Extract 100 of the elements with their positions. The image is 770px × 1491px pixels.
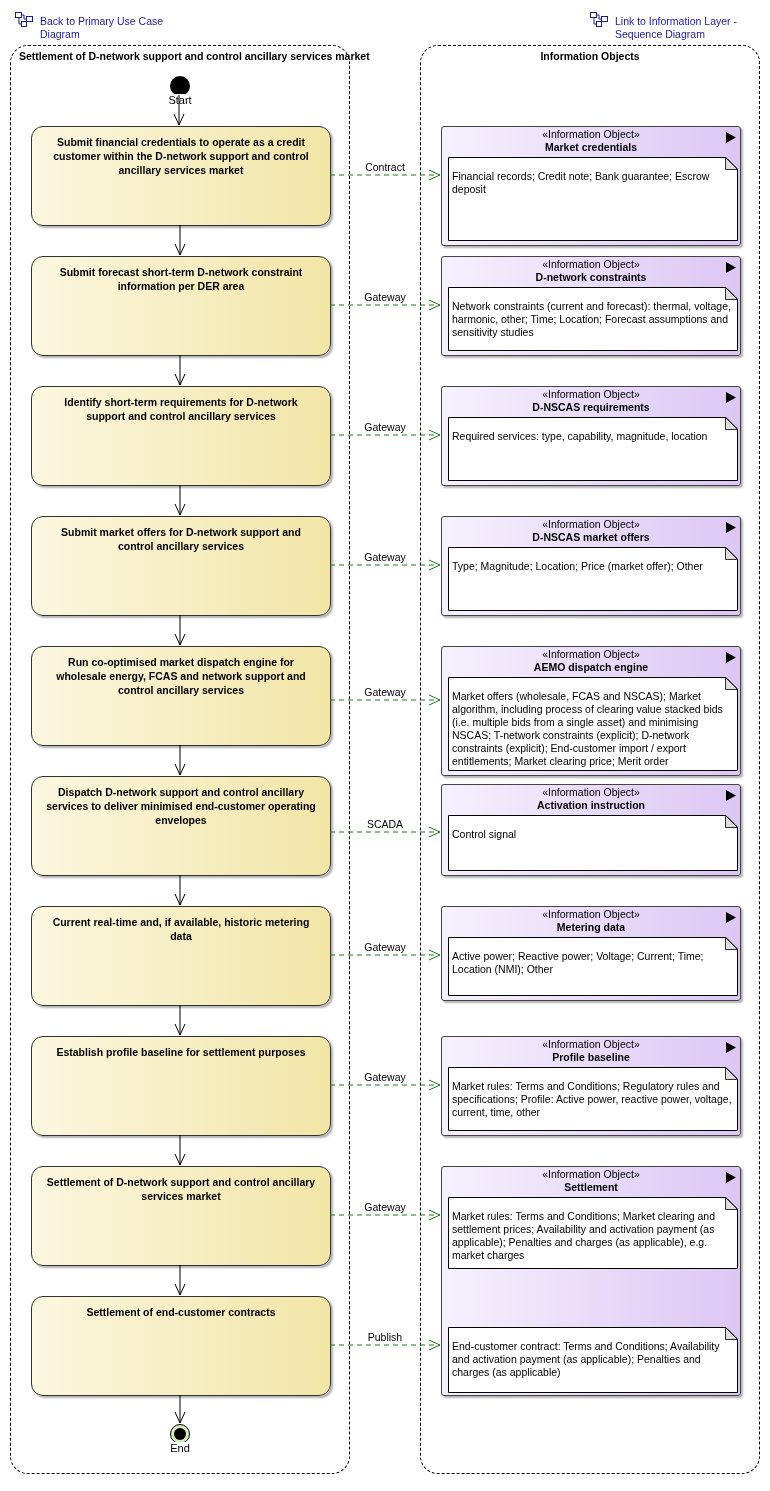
note-text: Control signal xyxy=(452,828,518,841)
note-box xyxy=(448,1327,738,1393)
stereotype-text: «Information Object» xyxy=(542,128,640,141)
dashed-arrow xyxy=(329,949,441,961)
activity-box xyxy=(31,1036,331,1136)
flow-arrow xyxy=(174,1004,186,1036)
stereotype-text: «Information Object» xyxy=(542,258,640,271)
stereotype-text: «Information Object» xyxy=(542,388,640,401)
dashed-arrow xyxy=(329,1209,441,1221)
activity-text: Establish profile baseline for settlement purposes xyxy=(56,1045,306,1059)
node-caption: Start xyxy=(168,94,192,106)
note-box xyxy=(448,547,738,611)
activity-box xyxy=(31,256,331,356)
edge-label: Gateway xyxy=(362,1201,408,1213)
information-object xyxy=(441,1036,741,1136)
lane-title: Settlement of D-network support and control ancillary services market xyxy=(19,49,370,64)
note-box xyxy=(448,287,738,351)
edge-label: Contract xyxy=(363,161,407,173)
flow-arrow xyxy=(173,94,185,126)
note-box xyxy=(448,417,738,481)
object-title: Metering data xyxy=(556,921,626,934)
activity-box xyxy=(31,906,331,1006)
object-title: D-NSCAS requirements xyxy=(532,401,650,414)
dashed-arrow xyxy=(329,694,441,706)
start-node xyxy=(170,76,190,96)
edge-label: Gateway xyxy=(362,551,408,563)
information-object xyxy=(441,906,741,1001)
object-title: Settlement xyxy=(564,1181,618,1194)
edge-label: Publish xyxy=(365,1331,405,1343)
activity-text: Identify short-term requirements for D-network support and control ancillary services xyxy=(63,395,299,423)
edge-label: Gateway xyxy=(362,941,408,953)
note-box xyxy=(448,677,738,771)
swimlane xyxy=(420,45,760,1474)
activity-box xyxy=(31,516,331,616)
information-object xyxy=(441,516,741,616)
object-title: Market credentials xyxy=(544,141,638,154)
flow-arrow xyxy=(174,484,186,516)
activity-text: Dispatch D-network support and control ancillary services to deliver minimised end-customer operating envelopes xyxy=(45,785,317,827)
note-text: Required services: type, capability, magnitude, location xyxy=(452,430,709,443)
edge-label: Gateway xyxy=(362,1071,408,1083)
note-text: Market rules: Terms and Conditions; Regulatory rules and specifications; Profile: Active power, reactive power, voltage, current, time, other xyxy=(452,1080,732,1119)
activity-text: Settlement of end-customer contracts xyxy=(86,1305,276,1319)
flow-arrow xyxy=(174,614,186,646)
dashed-arrow xyxy=(329,826,441,838)
dashed-arrow xyxy=(329,169,441,181)
activity-box xyxy=(31,776,331,876)
edge-label: SCADA xyxy=(364,818,406,830)
flow-arrow xyxy=(174,744,186,776)
edge-label: Gateway xyxy=(362,421,408,433)
dashed-arrow xyxy=(329,1339,441,1351)
edge-label: Gateway xyxy=(362,686,408,698)
activity-box xyxy=(31,646,331,746)
dashed-arrow xyxy=(329,299,441,311)
activity-text: Settlement of D-network support and control ancillary services market xyxy=(45,1175,317,1203)
note-text: Network constraints (current and forecast): thermal, voltage, harmonic, other; Time; Location; Forecast assumptions and sensitivity studies xyxy=(452,300,732,339)
information-object xyxy=(441,1166,741,1396)
lane-title: Information Objects xyxy=(540,49,640,64)
stereotype-text: «Information Object» xyxy=(542,1038,640,1051)
activity-box xyxy=(31,126,331,226)
stereotype-text: «Information Object» xyxy=(542,518,640,531)
object-title: D-NSCAS market offers xyxy=(532,531,650,544)
object-title: AEMO dispatch engine xyxy=(533,661,649,674)
information-object xyxy=(441,256,741,356)
note-box xyxy=(448,815,738,871)
note-text: Market offers (wholesale, FCAS and NSCAS); Market algorithm, including process of clearing value stacked bids (i.e. multiple bids from a single asset) and minimising NSCAS; T-network constraints (explicit); D-network constraints (explicit); End-customer import / export entitlements; Market clearing price; Merit order xyxy=(452,690,724,768)
dashed-arrow xyxy=(329,429,441,441)
flow-arrow xyxy=(174,874,186,906)
flow-arrow xyxy=(174,1134,186,1166)
information-object xyxy=(441,126,741,246)
object-title: Profile baseline xyxy=(552,1051,630,1064)
object-title: D-network constraints xyxy=(535,271,647,284)
activity-text: Current real-time and, if available, historic metering data xyxy=(51,915,311,943)
note-text: Market rules: Terms and Conditions; Market clearing and settlement prices; Availability and activation payment (as applicable); Penalties and charges (as applicable), e.g. market charges xyxy=(452,1210,716,1262)
note-box xyxy=(448,1197,738,1269)
activity-text: Submit forecast short-term D-network constraint information per DER area xyxy=(58,265,304,293)
stereotype-text: «Information Object» xyxy=(542,786,640,799)
edge-label: Gateway xyxy=(362,291,408,303)
stereotype-text: «Information Object» xyxy=(542,908,640,921)
dashed-arrow xyxy=(329,559,441,571)
note-box xyxy=(448,1067,738,1131)
note-box xyxy=(448,937,738,996)
flow-arrow xyxy=(174,1394,186,1424)
activity-box xyxy=(31,1166,331,1266)
information-object xyxy=(441,646,741,776)
flow-arrow xyxy=(174,354,186,386)
flow-arrow xyxy=(174,1264,186,1296)
activity-text: Submit financial credentials to operate as a credit customer within the D-network support and control ancillary services market xyxy=(52,135,310,177)
activity-text: Run co-optimised market dispatch engine for wholesale energy, FCAS and network support and control ancillary services xyxy=(55,655,307,697)
dashed-arrow xyxy=(329,1079,441,1091)
activity-box xyxy=(31,386,331,486)
note-text: Active power; Reactive power; Voltage; Current; Time; Location (NMI); Other xyxy=(452,950,705,976)
flow-arrow xyxy=(174,224,186,256)
stereotype-text: «Information Object» xyxy=(542,648,640,661)
activity-box xyxy=(31,1296,331,1396)
end-node xyxy=(170,1424,190,1444)
node-caption: End xyxy=(170,1442,190,1454)
note-box xyxy=(448,157,738,241)
activity-text: Submit market offers for D-network support and control ancillary services xyxy=(60,525,302,553)
object-title: Activation instruction xyxy=(537,799,645,812)
diagram-link: Back to Primary Use Case Diagram xyxy=(40,15,165,41)
